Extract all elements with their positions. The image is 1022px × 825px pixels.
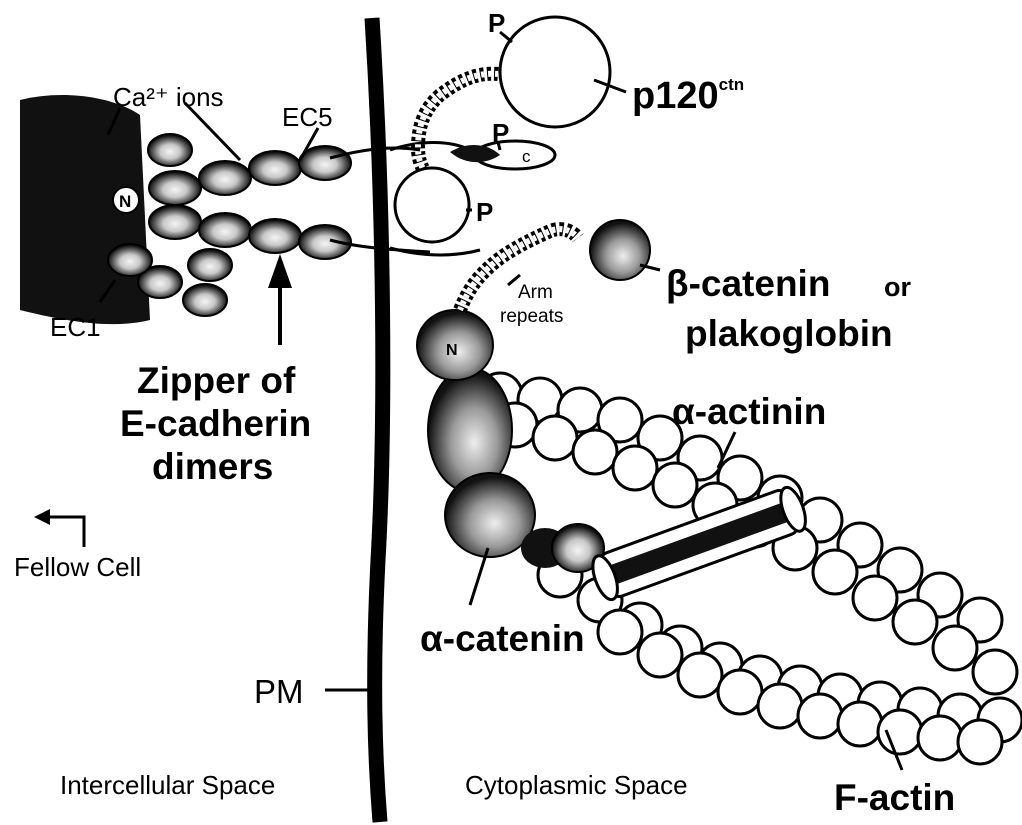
- f-actin-bead: [678, 653, 722, 697]
- e-cadherin-zipper: N: [20, 95, 430, 324]
- ec1-label: EC1: [50, 312, 101, 342]
- phospho-label-2: P: [492, 118, 509, 148]
- plasma-membrane: [372, 18, 383, 822]
- f-actin-bead: [958, 720, 1002, 764]
- f-actin-bead: [533, 416, 577, 460]
- alpha-actinin-label: α-actinin: [672, 391, 826, 432]
- cadherin-domain: [249, 151, 301, 185]
- f-actin-label: F-actin: [834, 777, 955, 818]
- cadherin-domain: [199, 213, 251, 247]
- f-actin-bead: [838, 702, 882, 746]
- cadherin-domain: [199, 161, 251, 195]
- bent-arrow-left-icon: [34, 509, 84, 547]
- phospho-label-1: P: [488, 8, 505, 38]
- cytoplasmic-space-label: Cytoplasmic Space: [465, 770, 688, 800]
- plakoglobin-label: plakoglobin: [685, 313, 893, 354]
- p120-label-superscript: ctn: [719, 75, 745, 94]
- p120-small-domain: [395, 168, 469, 242]
- f-actin-bead: [653, 463, 697, 507]
- p120-label-base: p120: [632, 75, 719, 117]
- n-terminus-label-left: N: [119, 192, 131, 211]
- intercellular-space-label: Intercellular Space: [60, 770, 275, 800]
- phospho-label-3: P: [476, 197, 493, 227]
- pm-label: PM: [254, 673, 304, 710]
- cadherin-domain: [183, 284, 227, 316]
- p120-label: p120ctn: [632, 75, 744, 117]
- f-actin-bead: [878, 710, 922, 754]
- f-actin-bead: [613, 446, 657, 490]
- f-actin-bead: [718, 670, 762, 714]
- cadherin-domain: [188, 249, 232, 281]
- f-actin-bead: [893, 600, 937, 644]
- f-actin-bead: [638, 633, 682, 677]
- f-actin-bead: [973, 650, 1017, 694]
- f-actin-bead: [933, 626, 977, 670]
- ca-ions-label: Ca²⁺ ions: [113, 82, 224, 112]
- fellow-cell-label: Fellow Cell: [14, 552, 141, 582]
- arm-repeats-label-line1: Arm: [518, 282, 553, 303]
- f-actin-bead: [918, 716, 962, 760]
- zipper-label-line1: Zipper of: [137, 360, 296, 401]
- f-actin-bead: [573, 430, 617, 474]
- beta-catenin-label: β-catenin: [666, 263, 830, 304]
- ec5-label: EC5: [282, 102, 333, 132]
- or-label: or: [884, 272, 911, 302]
- cadherin-domain: [149, 171, 201, 205]
- up-arrow-icon: [268, 254, 292, 345]
- cadherin-domain: [149, 205, 201, 239]
- f-actin-bead: [758, 684, 802, 728]
- p120-large-domain: [500, 17, 610, 127]
- beta-catenin-c-terminus: [590, 220, 650, 280]
- n-terminus-label-right: N: [446, 342, 458, 359]
- zipper-label-line3: dimers: [152, 446, 273, 487]
- cadherin-domain: [148, 134, 192, 166]
- f-actin-bead: [798, 694, 842, 738]
- c-terminus-label: c: [522, 147, 531, 166]
- arm-repeats-label-line2: repeats: [500, 306, 563, 327]
- beta-catenin-n-terminus: N: [417, 310, 493, 380]
- f-actin-bead: [813, 550, 857, 594]
- f-actin-bead: [598, 610, 642, 654]
- cadherin-domain: [299, 146, 351, 180]
- f-actin-bead: [853, 576, 897, 620]
- cadherin-domain: [108, 244, 152, 276]
- zipper-label-line2: E-cadherin: [120, 403, 311, 444]
- alpha-catenin-label: α-catenin: [420, 618, 585, 659]
- cadherin-domain: [249, 219, 301, 253]
